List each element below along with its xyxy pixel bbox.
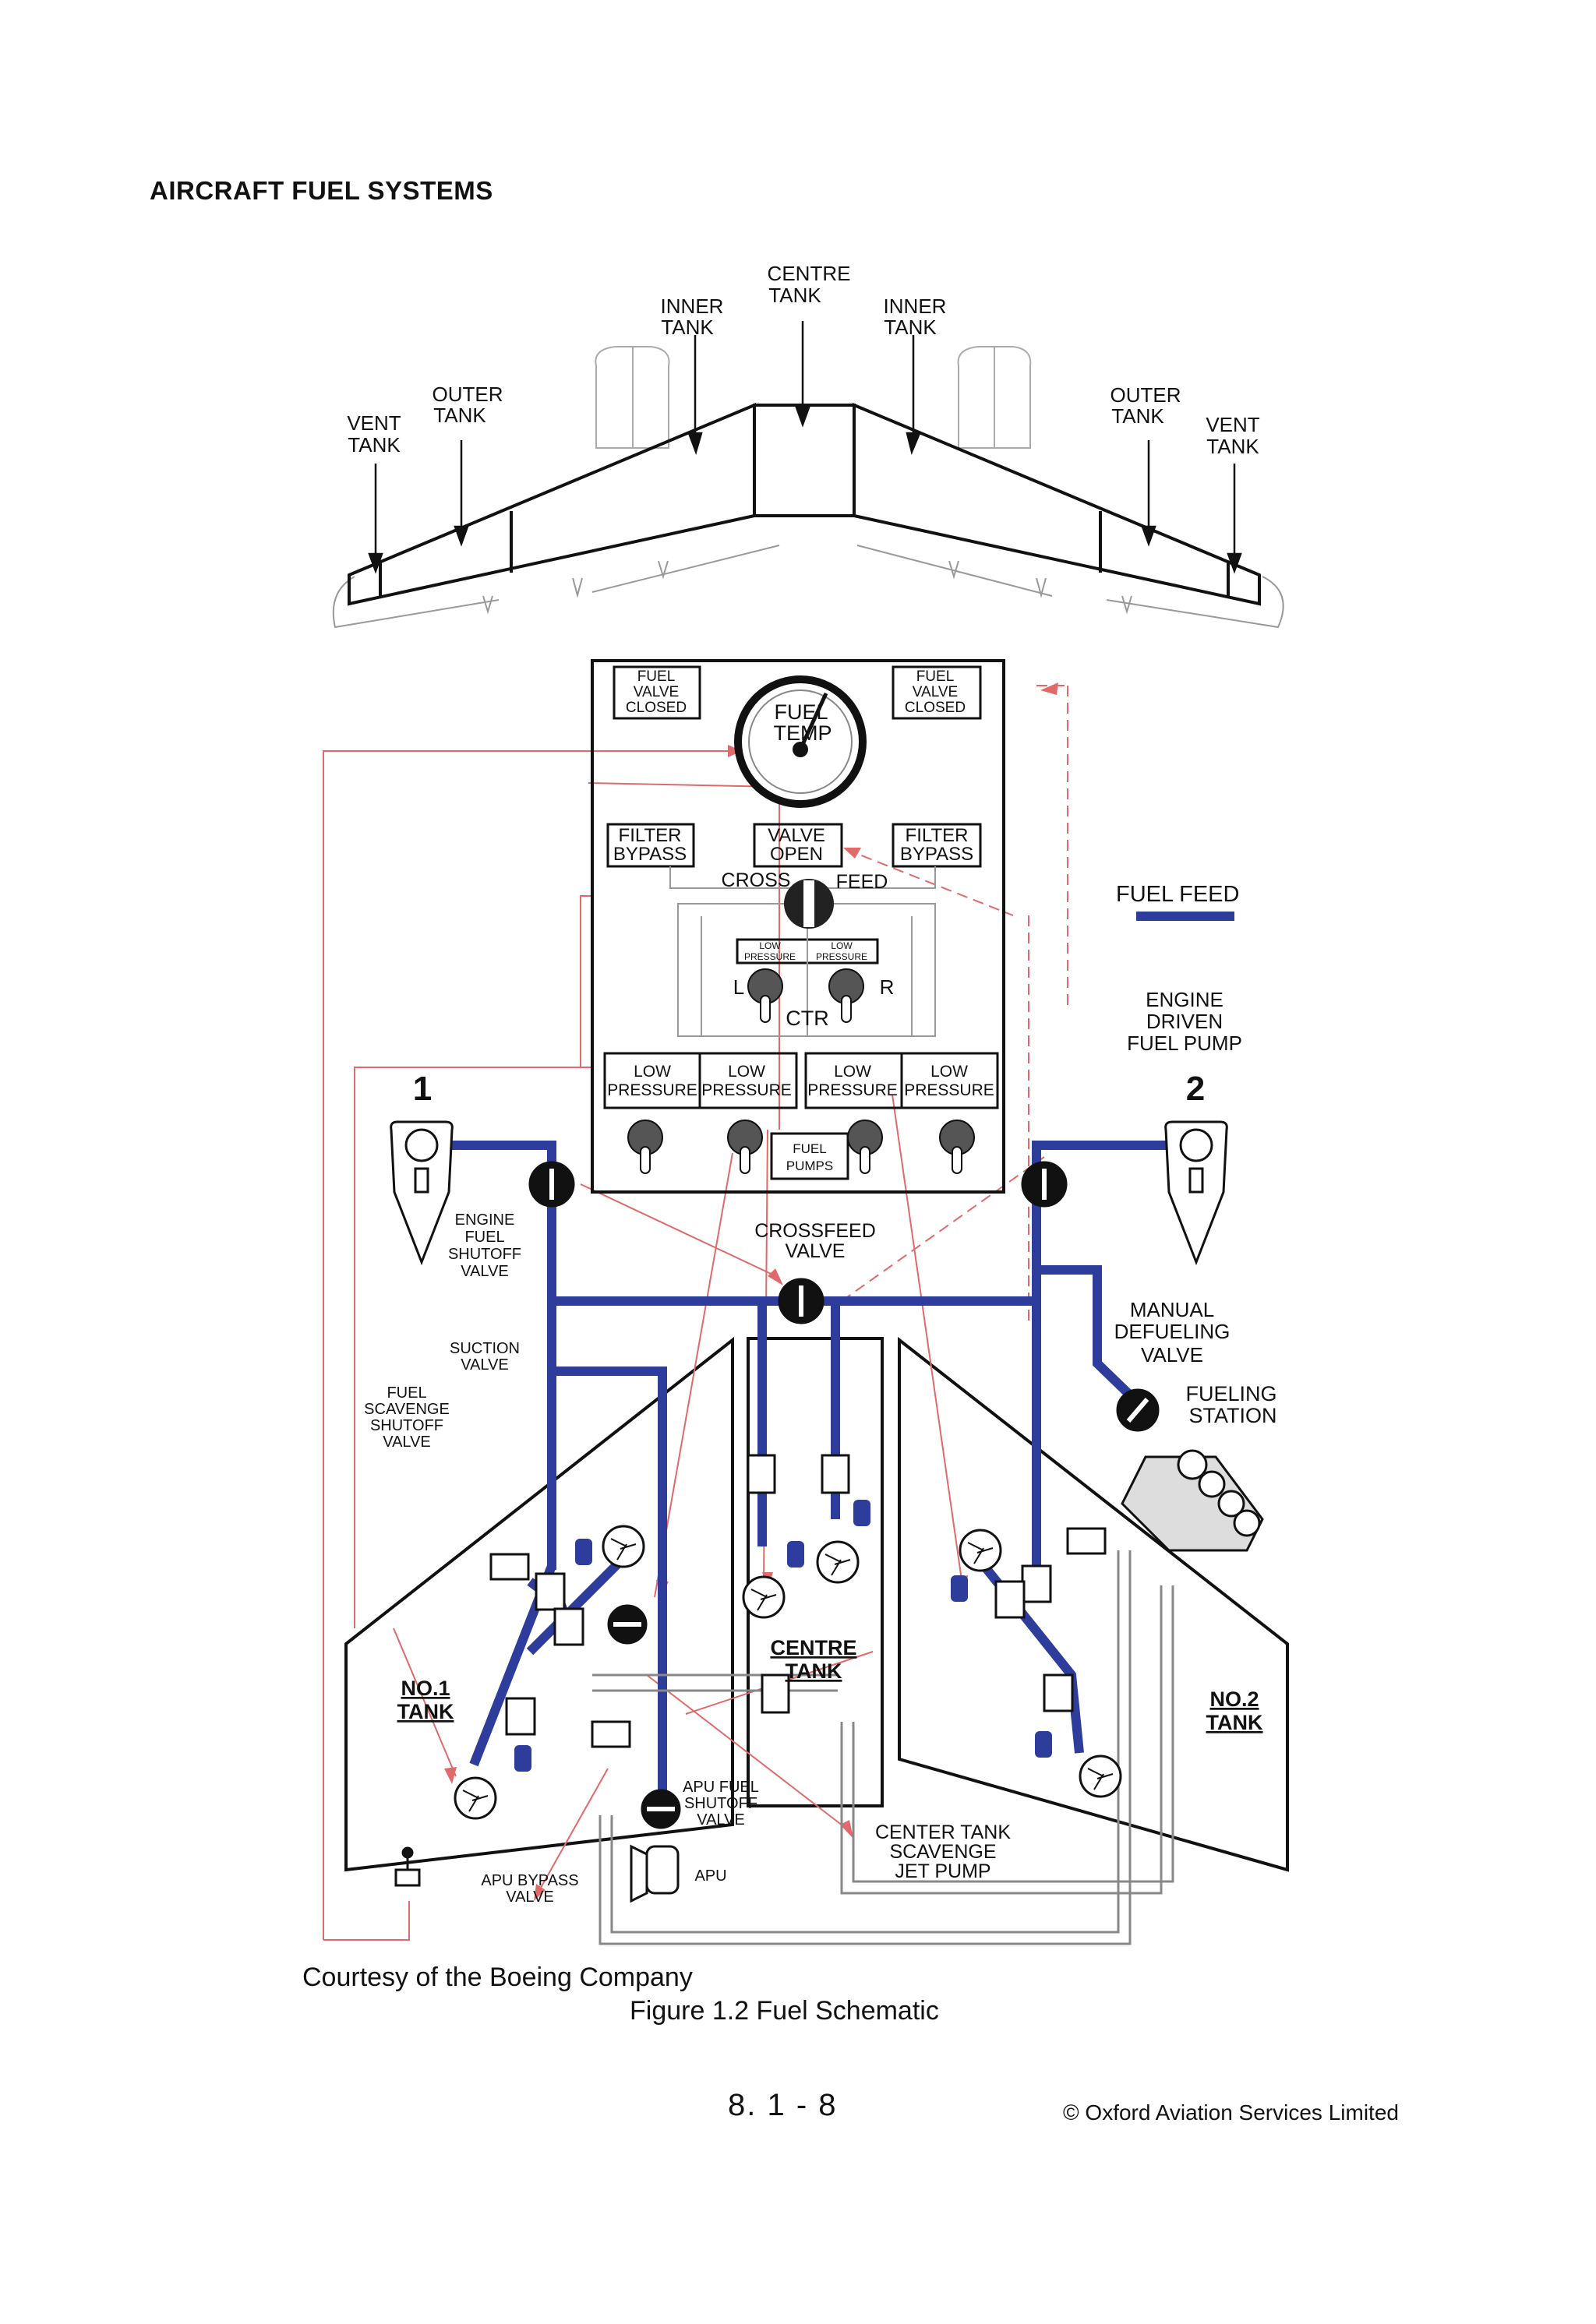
no2-tank-outline	[898, 1336, 1289, 1872]
pump-no2-aft	[1079, 1754, 1122, 1798]
crossfeed-cross-label: CROSS	[722, 869, 791, 891]
centre-tank-outline	[747, 1337, 884, 1807]
engine-1-label: 1	[413, 1070, 432, 1108]
legend: FUEL FEED	[1116, 882, 1239, 921]
page-number: 8. 1 - 8	[728, 2088, 838, 2122]
pump-no1-aft	[454, 1776, 497, 1820]
fuel-tanks	[344, 1336, 1289, 1872]
check-valves	[489, 1454, 1107, 1748]
credit-line: Courtesy of the Boeing Company	[302, 1963, 693, 1992]
crossfeed-feed-label: FEED	[836, 871, 888, 893]
switch-ctr-label: CTR	[786, 1007, 829, 1030]
apu-symbol	[394, 1844, 680, 1903]
legend-fuel-feed-label: FUEL FEED	[1116, 882, 1239, 907]
pump-no2-forward	[959, 1529, 1002, 1572]
fuel-control-panel	[591, 659, 1005, 1194]
engine-2-label: 2	[1186, 1070, 1205, 1108]
signal-lines	[323, 685, 1068, 1941]
figure-caption: Figure 1.2 Fuel Schematic	[630, 1996, 939, 2026]
switch-l-label: L	[733, 975, 744, 999]
scavenge-lines	[592, 1550, 1174, 1945]
switch-r-label: R	[880, 975, 895, 999]
fuel-temp-gauge	[734, 675, 867, 808]
wing-planform	[332, 346, 1284, 629]
pump-centre-right	[816, 1540, 860, 1584]
no1-tank-outline	[344, 1336, 734, 1872]
boost-pumps	[454, 1500, 1122, 1820]
fueling-station	[1121, 1449, 1264, 1552]
pump-centre-left	[742, 1575, 786, 1619]
engine-driven-fuel-pumps	[390, 1120, 1228, 1266]
crossfeed-selector-knob[interactable]	[784, 879, 834, 929]
pump-switches[interactable]	[627, 968, 975, 1174]
apu-label: APU	[694, 1867, 726, 1885]
page-title: AIRCRAFT FUEL SYSTEMS	[150, 176, 493, 205]
copyright-notice: © Oxford Aviation Services Limited	[1063, 2100, 1399, 2125]
pump-no1-forward	[602, 1525, 645, 1568]
legend-fuel-feed-swatch	[1136, 912, 1234, 921]
wing-pointer-arrows	[368, 321, 1242, 574]
shutoff-valves	[528, 1161, 1160, 1829]
